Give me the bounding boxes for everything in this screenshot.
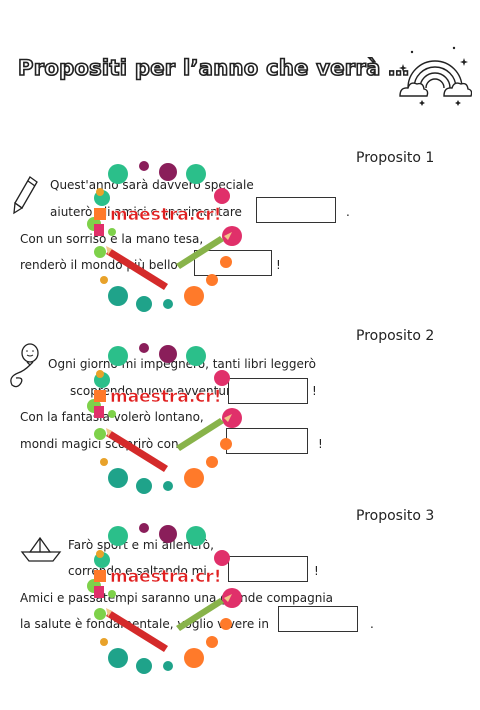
watermark-logo-3: maestra.cr! xyxy=(87,523,242,674)
proposito-1-suffix-1: . xyxy=(346,205,350,219)
proposito-2-suffix-1: ! xyxy=(312,384,317,398)
proposito-3-answer-box-2[interactable] xyxy=(278,606,358,632)
proposito-3-line-1: Farò sport e mi allenerò, xyxy=(68,538,214,552)
page-title: Propositi per l’anno che verrà … xyxy=(17,55,410,81)
watermark-logo-2: maestra.cr! xyxy=(87,343,242,494)
proposito-2-label: Proposito 2 xyxy=(356,328,435,344)
svg-text:maestra.cr!: maestra.cr! xyxy=(110,387,222,407)
balloon-icon xyxy=(10,343,39,388)
pencil-icon xyxy=(13,176,38,215)
paper-boat-icon xyxy=(20,536,62,562)
proposito-2-answer-box-1[interactable] xyxy=(228,378,308,404)
proposito-2-suffix-2: ! xyxy=(318,437,323,451)
svg-text:maestra.cr!: maestra.cr! xyxy=(110,567,222,587)
proposito-1-line-3: Con un sorriso e la mano tesa, xyxy=(20,232,204,246)
proposito-3-suffix-1: ! xyxy=(314,564,319,578)
proposito-2-line-2: scoprendo nuove avventure, xyxy=(70,384,242,398)
proposito-1-answer-box-2[interactable] xyxy=(194,250,272,276)
proposito-3-suffix-2: . xyxy=(370,617,374,631)
proposito-2-line-4: mondi magici scoprirò con xyxy=(20,437,179,451)
watermark-logo-1: maestra.cr! xyxy=(87,161,242,312)
proposito-1-label: Proposito 1 xyxy=(356,150,435,166)
svg-text:maestra.cr!: maestra.cr! xyxy=(110,205,222,225)
proposito-1-suffix-2: ! xyxy=(276,258,281,272)
proposito-1-answer-box-1[interactable] xyxy=(256,197,336,223)
rainbow-icon xyxy=(399,46,472,106)
proposito-3-line-4: la salute è fondamentale, voglio vivere … xyxy=(20,617,269,631)
proposito-3-answer-box-1[interactable] xyxy=(228,556,308,582)
proposito-3-label: Proposito 3 xyxy=(356,508,435,524)
